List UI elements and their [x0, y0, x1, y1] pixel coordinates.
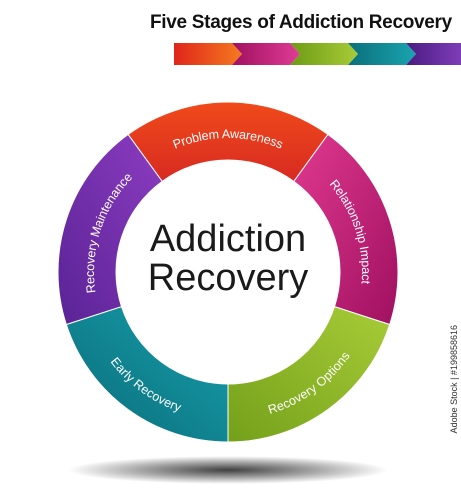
- arrow-step-2: [232, 43, 300, 65]
- arrow-step-3: [290, 43, 358, 65]
- diagram-title: Five Stages of Addiction Recovery: [150, 12, 452, 33]
- stage-segment-2: [293, 133, 399, 326]
- stage-segment-5: [57, 133, 163, 326]
- arrow-step-4: [348, 43, 416, 65]
- wheel-shadow: [68, 456, 388, 484]
- arrow-step-1: [174, 43, 242, 65]
- center-title-line2: Recovery: [148, 257, 309, 299]
- center-title-line1: Addiction: [150, 218, 306, 260]
- arrow-step-5: [406, 43, 461, 65]
- stage-segment-4: [65, 305, 229, 443]
- stage-segment-1: [127, 101, 329, 183]
- stock-watermark-id: Adobe Stock | #199858616: [449, 325, 459, 434]
- stage-segment-3: [227, 305, 391, 443]
